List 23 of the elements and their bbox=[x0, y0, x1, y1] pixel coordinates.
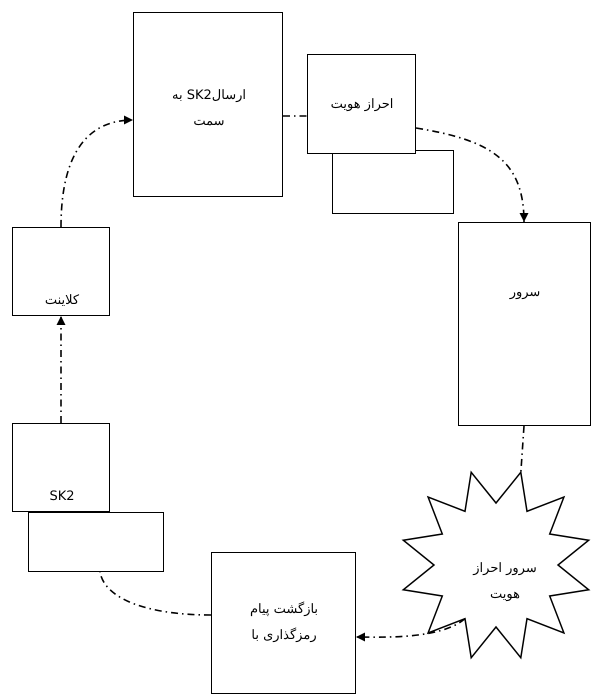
box-label: کلاینت bbox=[44, 292, 80, 310]
box-label: احراز هویت bbox=[330, 96, 394, 114]
process-box bbox=[133, 12, 283, 197]
box bbox=[28, 512, 164, 572]
box-label: SK2 bbox=[48, 488, 76, 506]
process-box bbox=[211, 552, 356, 694]
connector-line bbox=[283, 115, 307, 117]
box-label: سرور bbox=[508, 284, 542, 302]
arrow bbox=[416, 127, 528, 222]
connector-line bbox=[520, 426, 525, 472]
process-box bbox=[458, 222, 591, 426]
connector-line bbox=[99, 572, 212, 616]
box bbox=[332, 150, 454, 214]
arrow bbox=[60, 116, 134, 228]
process-box bbox=[12, 227, 110, 316]
box-label: بازگشت پیام رمزگذاری با bbox=[248, 600, 320, 645]
box-label: سرور احراز هویت bbox=[472, 560, 538, 604]
starburst-shape bbox=[400, 469, 592, 661]
arrow bbox=[356, 618, 466, 642]
process-box bbox=[307, 54, 416, 154]
process-box bbox=[12, 423, 110, 512]
arrow bbox=[56, 316, 66, 423]
box-label: ارسالSK2 به سمت bbox=[171, 87, 247, 131]
